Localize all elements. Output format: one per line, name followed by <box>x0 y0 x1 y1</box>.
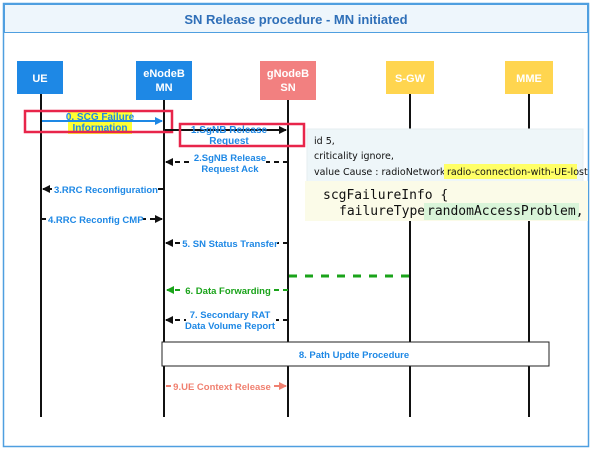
message-1-label: 1.SgNB Release <box>191 125 268 136</box>
message-0-label-2: Information <box>73 123 128 134</box>
message-3: 3.RRC Reconfiguration <box>42 183 163 196</box>
message-7-label-2: Data Volume Report <box>185 321 276 332</box>
message-6: 6. Data Forwarding <box>166 274 409 297</box>
message-5: 5. SN Status Transfer <box>165 237 288 250</box>
scg-failure-info-box: scgFailureInfo { failureType randomAcces… <box>305 181 588 221</box>
cause-line-3-prefix: value Cause : radioNetwork : <box>314 167 452 178</box>
message-2-label-2: Request Ack <box>201 164 259 175</box>
cause-line-1: id 5, <box>314 136 335 147</box>
cause-line-3-value: radio-connection-with-UE-lost <box>447 167 588 178</box>
entity-enodeb-label: eNodeB <box>143 68 185 80</box>
message-3-label: 3.RRC Reconfiguration <box>54 185 158 196</box>
entity-sgw-label: S-GW <box>395 73 426 85</box>
message-6-label-bg <box>181 284 273 296</box>
message-0: 0. SCG Failure Information <box>23 109 174 134</box>
message-1-focus-box <box>178 122 306 148</box>
message-4: 4.RRC Reconfig CMP <box>42 213 163 226</box>
message-4-label: 4.RRC Reconfig CMP <box>48 215 144 226</box>
cause-line-2: criticality ignore, <box>314 151 394 162</box>
entity-ue-label: UE <box>32 73 47 85</box>
cause-value-highlight <box>444 164 577 179</box>
scg-line-2-prefix: failureType <box>339 204 425 219</box>
entity-enodeb-sublabel: MN <box>155 82 172 94</box>
entity-gnodeb: gNodeB SN <box>260 61 316 100</box>
scg-value-highlight <box>424 203 579 220</box>
procedure-8-bar: 8. Path Updte Procedure <box>161 341 550 367</box>
message-5-label-bg <box>183 237 277 249</box>
message-1: 1.SgNB Release Request <box>165 122 306 148</box>
message-9-label: 9.UE Context Release <box>173 382 271 393</box>
message-9: 9.UE Context Release <box>166 380 287 393</box>
diagram-title: SN Release procedure - MN initiated <box>184 12 407 27</box>
scg-line-1: scgFailureInfo { <box>323 188 448 203</box>
message-0-focus-box <box>23 109 174 134</box>
title-bar <box>4 4 588 33</box>
message-9-label-bg <box>171 380 273 392</box>
message-7: 7. Secondary RAT Data Volume Report <box>165 308 288 332</box>
cause-info-box: id 5, criticality ignore, value Cause : … <box>306 128 588 183</box>
message-3-label-bg <box>52 183 158 195</box>
message-2-label: 2.SgNB Release <box>194 153 266 164</box>
scg-line-2-value: randomAccessProblem, <box>427 204 584 219</box>
message-6-label: 6. Data Forwarding <box>185 286 271 297</box>
message-2: 2.SgNB Release Request Ack <box>165 151 288 175</box>
message-2-label-bg <box>190 151 266 175</box>
message-7-label: 7. Secondary RAT <box>190 310 271 321</box>
entity-mme-label: MME <box>516 73 542 85</box>
message-0-label: 0. SCG Failure <box>66 112 135 123</box>
procedure-8-label: 8. Path Updte Procedure <box>299 350 409 361</box>
entity-sgw: S-GW <box>386 61 434 94</box>
entity-gnodeb-sublabel: SN <box>280 82 295 94</box>
entity-mme: MME <box>505 61 553 94</box>
message-4-label-bg <box>46 213 143 225</box>
entity-enodeb: eNodeB MN <box>136 61 192 100</box>
message-5-label: 5. SN Status Transfer <box>182 239 278 250</box>
message-7-label-bg <box>186 308 276 332</box>
message-1-label-2: Request <box>209 136 249 147</box>
entity-gnodeb-label: gNodeB <box>267 68 309 80</box>
entity-ue: UE <box>17 61 63 94</box>
